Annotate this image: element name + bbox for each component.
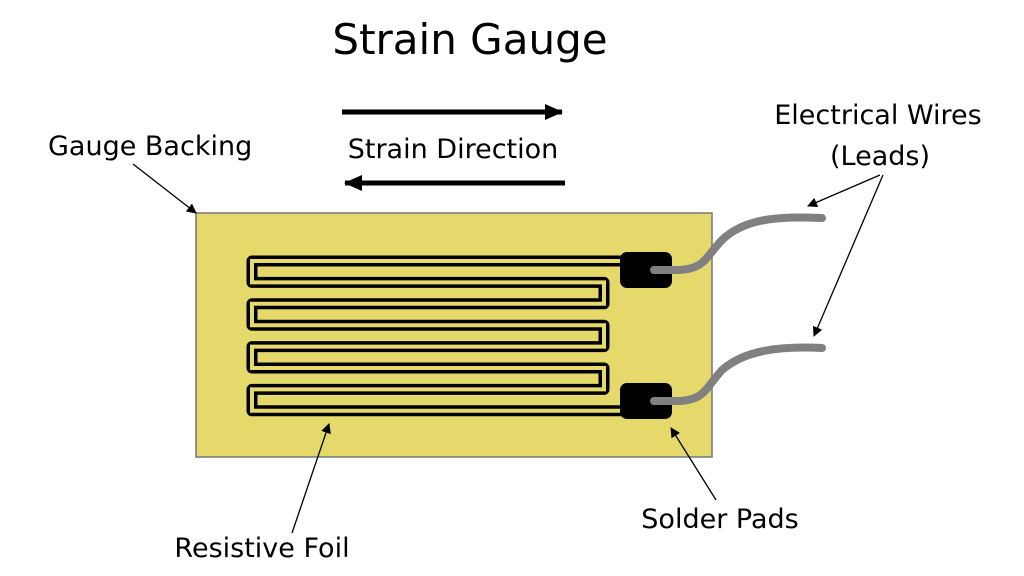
solder-pads-label: Solder Pads (641, 504, 798, 535)
gauge-backing-label: Gauge Backing (48, 131, 252, 162)
foil-inner (250, 259, 630, 413)
wire-top (650, 213, 826, 274)
solder-pad-bottom (620, 383, 672, 419)
solder-pads-pointer (670, 427, 717, 501)
wire-bottom (650, 343, 826, 405)
gauge-backing (195, 212, 713, 458)
gauge-backing-pointer (132, 163, 197, 214)
leads-label: (Leads) (830, 141, 930, 172)
strain-direction-label: Strain Direction (348, 134, 559, 165)
resistive-foil-pointer (291, 423, 331, 534)
solder-pad-top (620, 252, 672, 288)
resistive-foil-label: Resistive Foil (174, 533, 349, 564)
wires-pointer-top (807, 174, 881, 208)
wires-pointer-bottom (812, 174, 884, 337)
title: Strain Gauge (332, 15, 607, 64)
electrical-wires-label: Electrical Wires (774, 100, 981, 131)
resistive-foil (246, 255, 630, 417)
